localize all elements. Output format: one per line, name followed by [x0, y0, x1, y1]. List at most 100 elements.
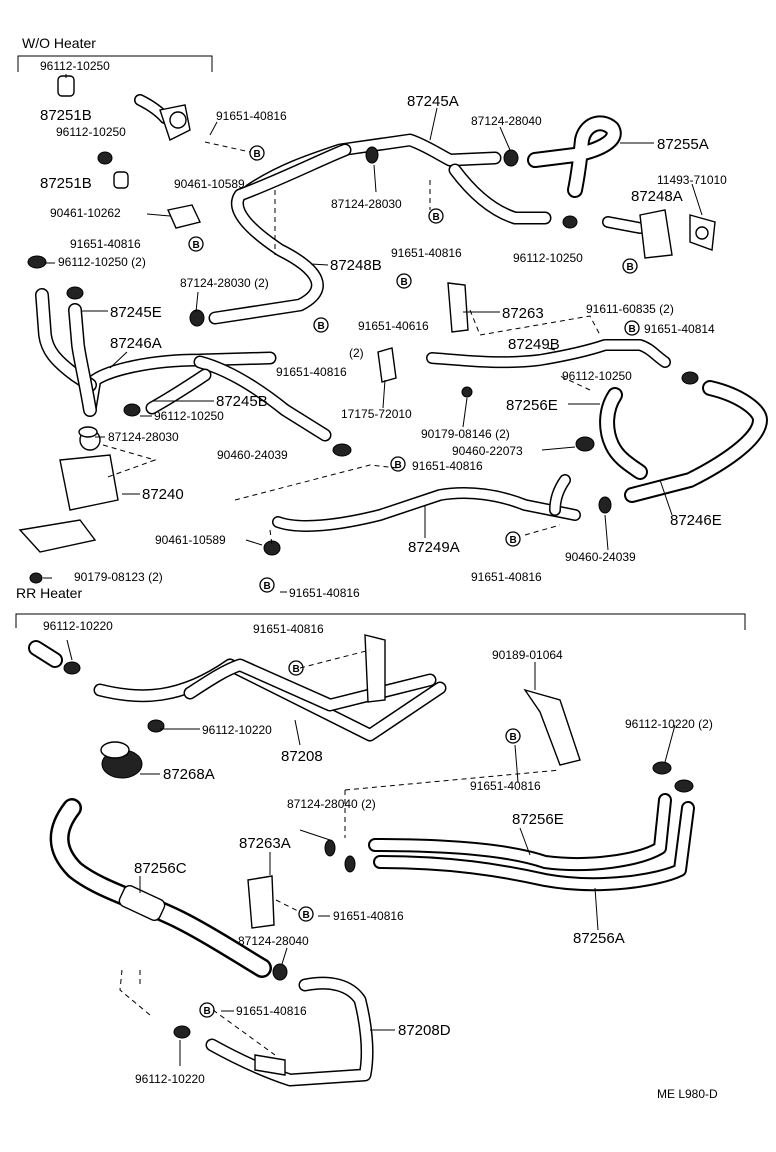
- bolt-icon: B: [249, 145, 265, 161]
- part-label: 87256A: [573, 930, 625, 947]
- svg-text:B: B: [401, 277, 408, 288]
- bolt-icon: B: [188, 236, 204, 252]
- part-label: 87248A: [631, 188, 683, 205]
- elbow-87248A: [639, 209, 673, 259]
- clamp-87124-28030-2: [189, 309, 205, 327]
- part-label: 87208D: [398, 1022, 451, 1039]
- bracket-87208: [364, 634, 386, 703]
- part-label: 87248B: [330, 257, 382, 274]
- svg-text:B: B: [293, 664, 300, 675]
- svg-text:B: B: [627, 262, 634, 273]
- part-label: 91651-40816: [276, 365, 347, 379]
- clamp-96112-10220-c: [173, 1025, 191, 1039]
- part-label: 91651-40816: [471, 570, 542, 584]
- svg-text:B: B: [395, 460, 402, 471]
- clamp-87124-28040-2a: [324, 839, 336, 857]
- svg-text:B: B: [510, 732, 517, 743]
- part-label: 96112-10250 (2): [58, 255, 146, 269]
- grommet-90461-10262: [167, 204, 201, 229]
- clamp-90460-24039-b: [598, 496, 612, 514]
- bolt-icon: B: [288, 660, 304, 676]
- part-label: 11493-71010: [657, 173, 727, 187]
- clamp-87245E: [66, 286, 84, 300]
- svg-text:B: B: [433, 212, 440, 223]
- bolt-icon: B: [259, 577, 275, 593]
- clamp-96112-10250-2: [27, 255, 47, 269]
- svg-text:B: B: [193, 240, 200, 251]
- part-label: 87208: [281, 748, 323, 765]
- clamp-90461-10589: [263, 540, 281, 556]
- assembly-lines: [102, 141, 601, 1056]
- part-label: 87249B: [508, 336, 560, 353]
- part-label: 91651-40616: [358, 319, 429, 333]
- clamp-87124-28030: [78, 426, 98, 438]
- section-title-rr-heater: RR Heater: [16, 585, 82, 601]
- bolt-icon: B: [428, 208, 444, 224]
- section-bracket-wo-heater: [17, 55, 213, 72]
- part-label: 90460-24039: [565, 550, 636, 564]
- part-label: 87245E: [110, 304, 162, 321]
- clamp-96112-10250-d: [681, 371, 699, 385]
- part-label: 91651-40816: [412, 459, 483, 473]
- part-label: 90460-24039: [217, 448, 288, 462]
- clamp-96112-10250-c: [562, 215, 578, 229]
- clamp-96112-10250: [97, 151, 113, 165]
- part-label: 90189-01064: [492, 648, 563, 662]
- hoses: [28, 94, 768, 1087]
- components: [18, 75, 716, 1076]
- clamp-87245B: [123, 403, 141, 417]
- svg-text:B: B: [264, 581, 271, 592]
- valve-bracket: [18, 519, 97, 553]
- part-label: 96112-10250: [154, 409, 224, 423]
- svg-text:B: B: [629, 324, 636, 335]
- part-label: 90179-08146 (2): [421, 427, 510, 441]
- bolt-icon: B: [505, 728, 521, 744]
- part-label: 90461-10262: [50, 206, 121, 220]
- part-label: 87245A: [407, 93, 459, 110]
- cap-87251B-upper: [57, 75, 75, 97]
- clamp-87124-28040: [503, 149, 519, 167]
- part-label: 91651-40816: [253, 622, 324, 636]
- gasket-hole: [695, 226, 709, 240]
- part-label: 87251B: [40, 175, 92, 192]
- svg-text:B: B: [318, 321, 325, 332]
- part-labels: 96112-10250 87251B 96112-10250 87251B 91…: [40, 59, 727, 1101]
- part-label: 91651-40816: [333, 909, 404, 923]
- part-label: 87256E: [512, 811, 564, 828]
- boot-87268A: [100, 741, 143, 779]
- clamp-96112-10220: [63, 661, 81, 675]
- part-label: 87263: [502, 305, 544, 322]
- bolt-icon: B: [313, 317, 329, 333]
- part-label: 87268A: [163, 766, 215, 783]
- svg-text:B: B: [303, 910, 310, 921]
- part-label: 96112-10220: [202, 723, 272, 737]
- cap-90460-22073: [575, 436, 595, 452]
- section-title-wo-heater: W/O Heater: [22, 35, 96, 51]
- bracket-87263: [447, 282, 469, 333]
- part-label: 91651-40816: [289, 586, 360, 600]
- part-label: 90461-10589: [155, 533, 226, 547]
- bolt-icon: B: [505, 531, 521, 547]
- bolt-icon: B: [624, 320, 640, 336]
- part-label: 87124-28040: [238, 934, 309, 948]
- svg-text:B: B: [254, 149, 261, 160]
- cap-87251B-lower: [113, 171, 129, 189]
- part-label: 87240: [142, 486, 184, 503]
- leader-lines: [43, 74, 703, 1066]
- part-label: 87124-28040: [471, 114, 542, 128]
- bracket-87208D: [254, 1054, 286, 1076]
- part-label: 96112-10220 (2): [625, 717, 713, 731]
- part-label: 91651-40816: [216, 109, 287, 123]
- part-label: 91651-40814: [644, 322, 715, 336]
- part-label: 87124-28030 (2): [180, 276, 269, 290]
- sleeve-87256C: [118, 885, 166, 921]
- part-label: 87255A: [657, 136, 709, 153]
- part-label: 96112-10250: [40, 59, 110, 73]
- clamp-96112-10220-b: [147, 719, 165, 733]
- bolt-icon: B: [396, 273, 412, 289]
- clamp-87124-28040-2b: [344, 855, 356, 873]
- clamp-96112-10220-2a: [652, 761, 672, 775]
- part-label: 91651-40816: [391, 246, 462, 260]
- svg-text:B: B: [204, 1006, 211, 1017]
- bolt-icon: B: [298, 906, 314, 922]
